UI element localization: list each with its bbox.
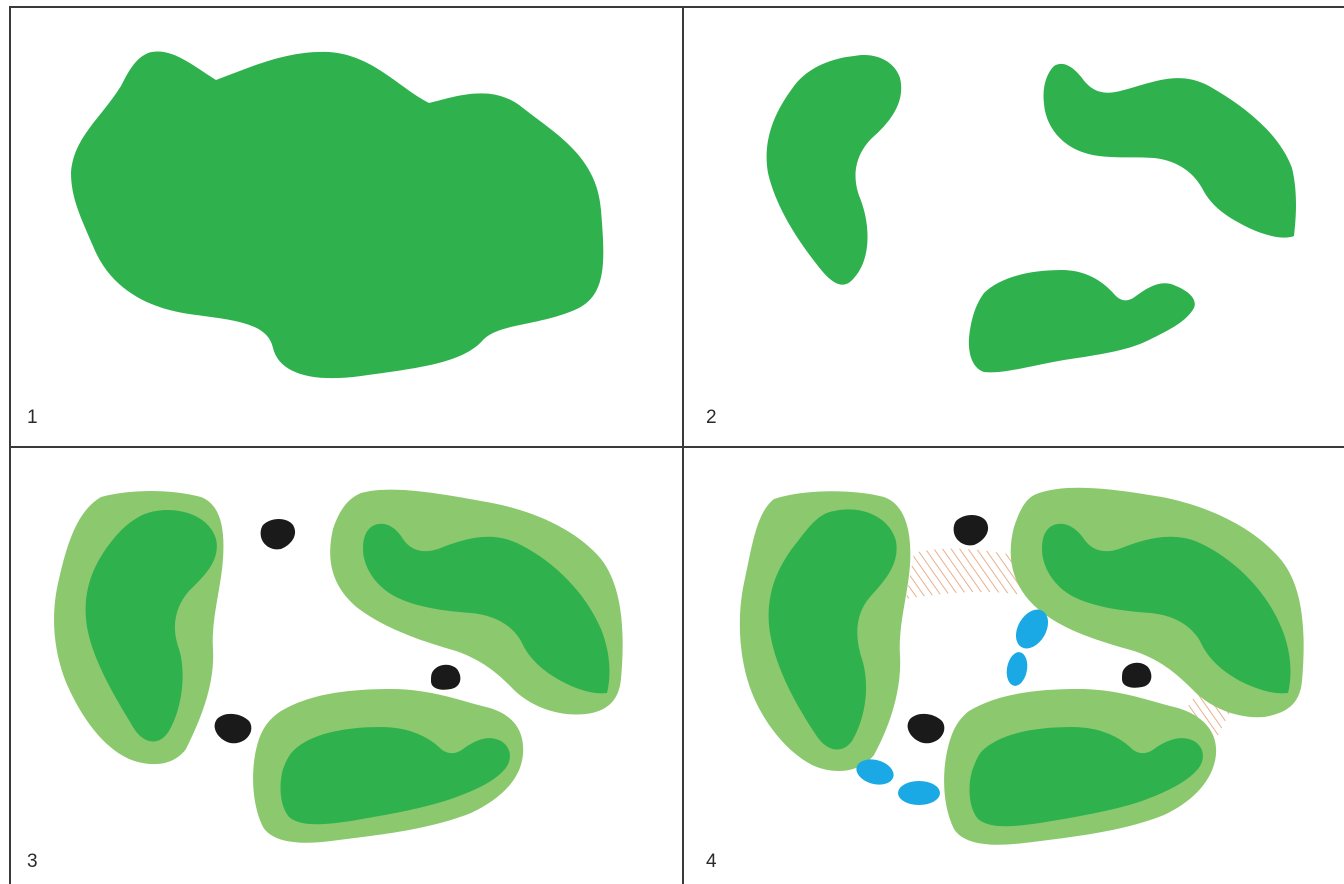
water-stepping-stone-3 [856, 759, 894, 785]
habitat-fragment-left [766, 54, 902, 285]
continuous-habitat-patch [71, 51, 604, 379]
panel-1: 1 [11, 8, 682, 445]
habitat-core-bottom [969, 727, 1203, 827]
settlement-2 [431, 664, 461, 690]
panel-2-drawing [766, 54, 1296, 373]
frame-horizontal-divider [9, 446, 1344, 448]
panel-2: 2 [684, 8, 1344, 445]
water-stepping-stone-2 [1006, 652, 1028, 686]
corridor-upper [906, 548, 1036, 599]
habitat-core-right [363, 523, 610, 694]
habitat-fragment-bottom [968, 270, 1195, 373]
panel-3: 3 [11, 449, 682, 884]
settlement-2 [1122, 662, 1152, 688]
habitat-core-right [1042, 523, 1291, 694]
frame-left-border [9, 6, 11, 884]
panel-2-label: 2 [706, 407, 717, 428]
habitat-core-bottom [280, 727, 510, 825]
habitat-core-left [85, 510, 217, 742]
settlement-1 [953, 515, 989, 546]
settlement-1 [260, 519, 296, 550]
panel-1-label: 1 [27, 407, 38, 428]
panel-4-label: 4 [706, 851, 717, 872]
panel-1-drawing [71, 51, 604, 379]
panel-4-drawing [739, 487, 1304, 845]
habitat-core-left [768, 509, 897, 750]
settlement-3 [907, 713, 945, 744]
water-stepping-stone-4 [898, 781, 940, 805]
panel-3-drawing [54, 489, 623, 843]
frame-vertical-divider [682, 6, 684, 884]
panel-3-label: 3 [27, 851, 38, 872]
frame-top-border [9, 6, 1344, 8]
water-stepping-stone-1 [1015, 609, 1049, 649]
habitat-fragment-right [1043, 63, 1296, 238]
panel-4: 4 [684, 449, 1344, 884]
settlement-3 [214, 713, 252, 744]
